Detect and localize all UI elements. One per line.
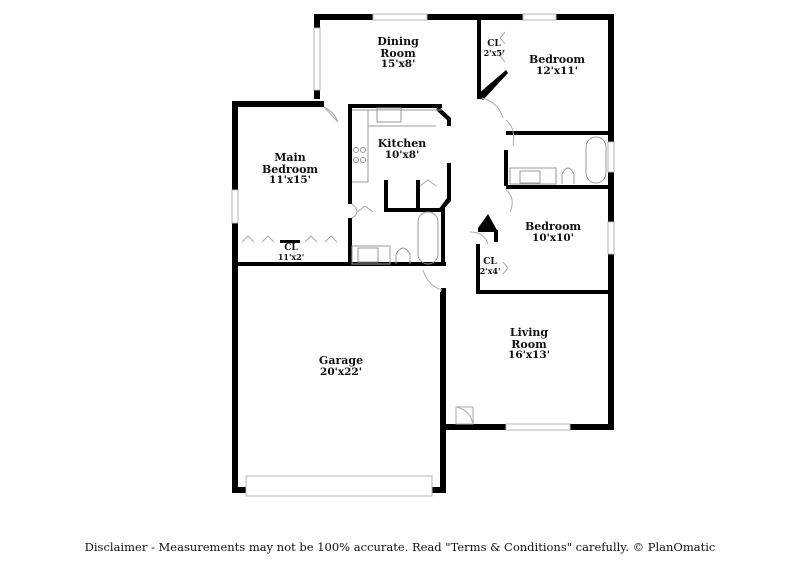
room-label-main-bedroom: Main Bedroom 11'x15' bbox=[261, 151, 319, 187]
room-label-dining-room: Dining Room 15'x8' bbox=[377, 35, 419, 71]
room-label-kitchen: Kitchen 10'x8' bbox=[377, 137, 427, 161]
room-label-living-room: Living Room 16'x13' bbox=[508, 326, 550, 362]
room-label-closet-main: CL 11'x2' bbox=[277, 243, 305, 263]
room-label-garage: Garage 20'x22' bbox=[318, 354, 364, 378]
interior-walls bbox=[232, 14, 614, 294]
room-label-closet-bedroom-2: CL 2'x5' bbox=[483, 39, 505, 59]
disclaimer-text: Disclaimer - Measurements may not be 100… bbox=[84, 540, 716, 554]
doors bbox=[241, 31, 515, 425]
windows bbox=[231, 13, 615, 497]
room-label-bedroom-2: Bedroom 12'x11' bbox=[528, 53, 586, 77]
fixtures bbox=[351, 107, 607, 265]
room-label-bedroom-3: Bedroom 10'x10' bbox=[524, 220, 582, 244]
room-label-closet-bedroom-3: CL 2'x4' bbox=[479, 257, 501, 277]
